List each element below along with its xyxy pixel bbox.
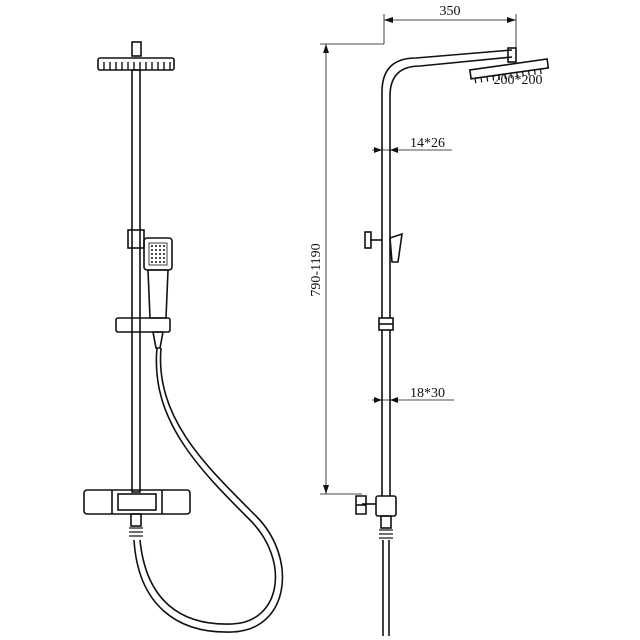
side-hand-shower-profile xyxy=(389,232,403,263)
front-hand-shower-nozzles xyxy=(151,245,165,263)
dim-height-arrow-top xyxy=(323,44,329,53)
front-hand-shower-handle xyxy=(147,269,169,319)
front-bottom-outlet xyxy=(130,513,142,527)
front-hose-connector xyxy=(152,331,164,349)
dim-lower-pipe-arrow-right xyxy=(390,397,398,403)
side-mixer-knob xyxy=(355,495,367,515)
front-riser-pipe xyxy=(131,69,141,493)
front-hose-outer xyxy=(139,347,277,625)
dim-head-size-label: 200*200 xyxy=(494,73,543,88)
front-hose-inner xyxy=(133,347,284,633)
side-mixer-body xyxy=(375,495,397,517)
side-bottom-outlet xyxy=(380,515,392,529)
front-hose-nut xyxy=(129,527,143,537)
side-rain-head xyxy=(468,58,550,84)
dim-arm-length-arrow-left xyxy=(384,17,393,23)
front-mixer-body xyxy=(117,493,157,511)
side-upper-pipe-and-arm-inner xyxy=(389,56,513,318)
dim-arm-length-arrow-right xyxy=(507,17,516,23)
dim-upper-pipe-label: 14*26 xyxy=(410,136,445,151)
side-head-connector xyxy=(507,47,517,63)
front-rain-head-nozzles xyxy=(103,62,171,70)
dim-upper-pipe-arrow-right xyxy=(390,147,398,153)
side-hose-nut xyxy=(379,529,393,539)
front-head-connector xyxy=(131,41,142,57)
front-hand-shower-face xyxy=(148,242,168,266)
dim-lower-pipe-arrow-left xyxy=(374,397,382,403)
front-holder-clamp xyxy=(127,229,145,249)
side-view: 350 790-1190 200*200 xyxy=(309,4,550,636)
front-view xyxy=(83,41,284,633)
dim-height-arrow-bottom xyxy=(323,485,329,494)
dim-height-label: 790-1190 xyxy=(309,243,324,296)
side-holder-knob xyxy=(364,231,372,249)
front-slide-bracket xyxy=(115,317,171,333)
side-upper-pipe-and-arm xyxy=(381,49,513,318)
dim-lower-pipe-label: 18*30 xyxy=(410,386,445,401)
dim-arm-length-label: 350 xyxy=(440,4,461,19)
dim-upper-pipe-arrow-left xyxy=(374,147,382,153)
